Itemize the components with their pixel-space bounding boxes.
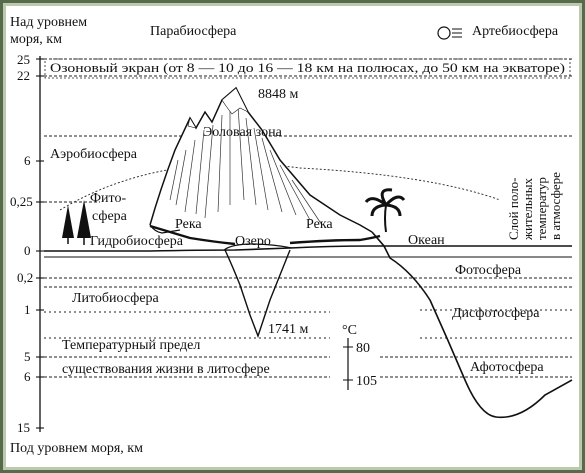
parabiosphere-label: Парабиосфера — [150, 24, 237, 39]
tick-6: 6 — [24, 153, 31, 168]
zone-boundaries — [44, 58, 572, 378]
tick-1: 1 — [24, 302, 31, 317]
temperature-scale — [343, 338, 353, 390]
tick-02: 0,2 — [17, 270, 33, 285]
axis-ticks — [36, 58, 44, 429]
svg-text:в атмосфере: в атмосфере — [548, 172, 563, 240]
lithobiosphere-label: Литобиосфера — [72, 291, 160, 306]
surface-line — [44, 245, 572, 252]
river-left-label: Река — [175, 217, 202, 232]
tick-15: 15 — [17, 420, 30, 435]
aphotosphere-label: Афотосфера — [470, 360, 544, 375]
phytosphere-label-2: сфера — [92, 209, 128, 224]
phytosphere-label-1: Фито- — [90, 191, 126, 206]
hydrobiosphere-label: Гидробиосфера — [90, 234, 184, 249]
axis-top-label-2: моря, км — [10, 32, 62, 47]
disphotosphere-label: Дисфотосфера — [452, 306, 540, 321]
tick-25: 25 — [17, 52, 30, 67]
axis-top-label-1: Над уровнем — [10, 15, 87, 30]
eolian-zone-label: Эоловая зона — [203, 125, 283, 140]
photosphere-label: Фотосфера — [455, 263, 522, 278]
temp-80-label: 80 — [356, 341, 370, 356]
ozone-screen-label: Озоновый экран (от 8 — 10 до 16 — 18 км … — [50, 60, 565, 75]
tick-5: 5 — [24, 349, 31, 364]
vertical-note: Слой поло- жительных температур в атмосф… — [506, 172, 563, 241]
temp-unit-label: °C — [342, 323, 357, 338]
svg-text:жительных: жительных — [520, 178, 535, 241]
palm-tree — [364, 188, 406, 233]
temp-limit-label-2: существования жизни в литосфере — [62, 362, 270, 377]
mountain-outline — [149, 86, 373, 233]
peak-height-label: 8848 м — [258, 87, 299, 102]
temp-105-label: 105 — [356, 374, 377, 389]
river-right-line — [289, 234, 381, 245]
lake-basin — [224, 249, 291, 339]
axis-bottom-label: Под уровнем моря, км — [10, 441, 143, 456]
tick-025: 0,25 — [10, 194, 33, 209]
ocean-label: Океан — [408, 233, 445, 248]
conifer-trees — [62, 200, 91, 245]
svg-text:Слой поло-: Слой поло- — [506, 178, 521, 240]
biosphere-diagram: Над уровнем моря, км Под уровнем моря, к… — [10, 15, 573, 456]
svg-text:температур: температур — [534, 177, 549, 240]
mountain-hatching — [169, 105, 323, 226]
ocean-floor — [371, 231, 573, 419]
river-left-line — [149, 224, 236, 246]
tick-22: 22 — [17, 68, 30, 83]
tick-0: 0 — [24, 243, 31, 258]
diagram-canvas: Над уровнем моря, км Под уровнем моря, к… — [6, 6, 579, 467]
aerobiosphere-label: Аэробиосфера — [50, 147, 138, 162]
temp-limit-label-1: Температурный предел — [62, 338, 200, 353]
artebiosphere-label: Артебиосфера — [472, 24, 559, 39]
tick-6-below: 6 — [24, 369, 31, 384]
river-right-label: Река — [306, 217, 333, 232]
lake-depth-label: 1741 м — [268, 322, 309, 337]
sun-icon — [437, 26, 462, 40]
lake-label: Озеро — [235, 234, 271, 249]
